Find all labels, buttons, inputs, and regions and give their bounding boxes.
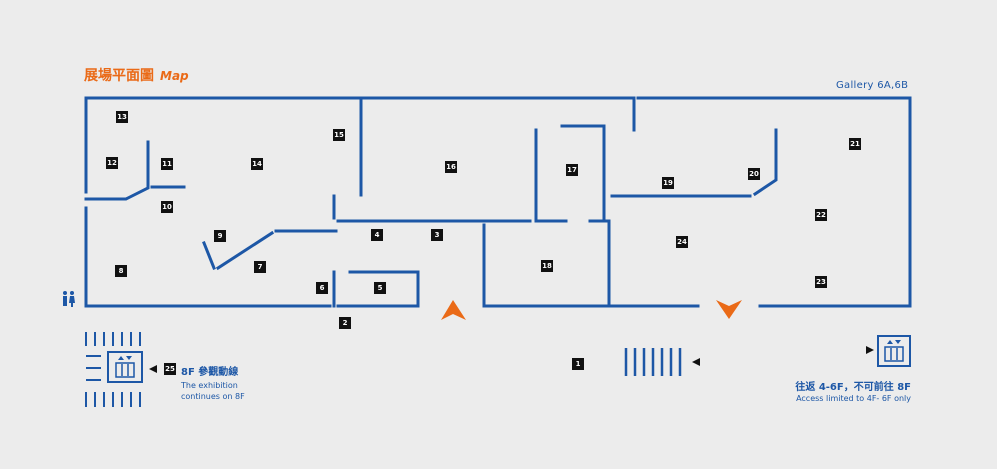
room-label-21: 21 [849,138,861,150]
room-label-6: 6 [316,282,328,294]
room-label-9: 9 [214,230,226,242]
elevator-icon [107,351,143,383]
room-label-23: 23 [815,276,827,288]
room-label-15: 15 [333,129,345,141]
room-label-20: 20 [748,168,760,180]
room-label-3: 3 [431,229,443,241]
map-title-en: Map [160,69,189,83]
room-label-2: 2 [339,317,351,329]
note-elevator-cn: 往返 4-6F，不可前往 8F [795,382,911,393]
gallery-label: Gallery 6A,6B [836,80,909,91]
entrance-arrow-icon [441,300,466,320]
room-label-22: 22 [815,209,827,221]
stairs-icon [624,348,682,376]
room-label-24: 24 [676,236,688,248]
note-8f-route-cn: 8F 參觀動線 [181,367,239,378]
stairs-icon [85,332,141,407]
exit-arrow-icon [716,300,742,319]
note-8f-route-en-1: The exhibition [181,381,238,390]
wall [752,128,778,197]
wall [84,140,150,201]
note-elevator-en: Access limited to 4F- 6F only [796,394,911,403]
room-label-16: 16 [445,161,457,173]
room-label-19: 19 [662,177,674,189]
note-8f-route-en-2: continues on 8F [181,392,245,401]
room-label-11: 11 [161,158,173,170]
room-label-25: 25 [164,363,176,375]
room-label-14: 14 [251,158,263,170]
room-label-10: 10 [161,201,173,213]
stairs-pointer-icon [692,358,700,366]
room-label-17: 17 [566,164,578,176]
wall [202,241,216,270]
restroom-icon [63,291,75,307]
right-pointer-icon [866,346,874,354]
map-title: 展場平面圖 Map [84,65,189,85]
wall [215,230,275,271]
map-title-cn: 展場平面圖 [84,68,154,84]
elevator-icon [877,335,911,367]
room-label-18: 18 [541,260,553,272]
wall [560,124,606,223]
left-pointer-icon [149,365,157,373]
room-label-8: 8 [115,265,127,277]
room-label-13: 13 [116,111,128,123]
room-label-1: 1 [572,358,584,370]
room-label-12: 12 [106,157,118,169]
wall [348,270,420,308]
room-label-4: 4 [371,229,383,241]
room-label-7: 7 [254,261,266,273]
room-label-5: 5 [374,282,386,294]
